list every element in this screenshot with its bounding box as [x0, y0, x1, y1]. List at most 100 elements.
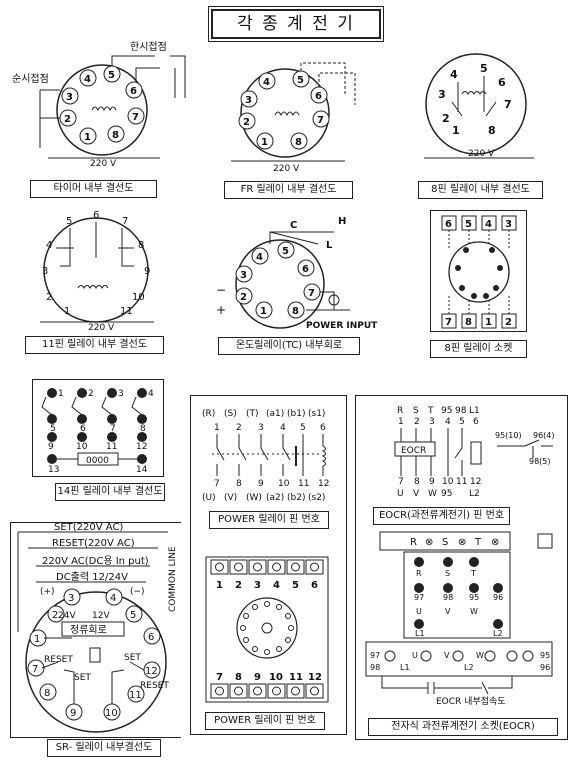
power-relay-pins-diagram: (R) (S) (T) (a1) (b1) (s1) 1 2 3 4 5 6 7…	[202, 409, 329, 503]
b-96: 96	[540, 663, 550, 672]
label-r: (R)	[202, 409, 215, 419]
b-97: 97	[370, 651, 380, 660]
eocr-pin-7: 7	[398, 477, 404, 487]
pin-10: 10	[76, 442, 88, 452]
delay-contact-label: 한시접점	[130, 41, 167, 53]
eocr-pin-4: 4	[445, 417, 451, 427]
pin-8: 8	[295, 137, 302, 148]
pin-6: 6	[320, 423, 326, 433]
socket-pin-8: 8	[465, 317, 472, 328]
pin-4: 4	[450, 68, 458, 81]
eocr-98: 98	[455, 406, 467, 416]
caption-eocr: EOCR(과전류계전기) 핀 번호	[373, 507, 510, 525]
tc-relay-diagram: C H L 4 5 3 6 2 7 1 8 − + POWER INPUT	[216, 216, 378, 331]
eocr-pin-5: 5	[459, 417, 465, 427]
sr-rectifier: 정류회로	[70, 624, 107, 636]
b-w: W	[476, 651, 484, 660]
pin-4: 4	[110, 593, 116, 604]
label-w: (W)	[246, 493, 262, 503]
s-95: 95	[469, 593, 479, 602]
sr-minus: (−)	[130, 587, 145, 597]
socket-pin-7: 7	[216, 672, 223, 683]
socket-pin-9: 9	[254, 672, 261, 683]
label-s1: (s1)	[308, 409, 325, 419]
b-u: U	[412, 651, 418, 660]
socket-s: S	[442, 537, 448, 548]
pin-11: 11	[129, 690, 142, 701]
pin-6: 6	[80, 424, 86, 434]
sr-24v: 24V	[58, 611, 76, 621]
sr-set-right: SET	[124, 653, 141, 663]
pin-7: 7	[317, 115, 324, 126]
pin-6: 6	[302, 264, 309, 275]
caption-power1: POWER 릴레이 핀 번호	[209, 511, 329, 529]
sr-plus: (+)	[40, 587, 55, 597]
eocr-pin-8: 8	[414, 477, 420, 487]
b-98: 98	[370, 663, 380, 672]
pin-5: 5	[108, 70, 115, 81]
pin-3: 3	[438, 88, 446, 101]
sr-common-line: COMMON LINE	[168, 546, 178, 612]
pin-2: 2	[46, 292, 52, 303]
sr-dc-out: DC출력 12/24V	[56, 571, 128, 583]
sr-supply: 220V AC(DC용 In put)	[42, 555, 149, 567]
pin-12: 12	[318, 479, 329, 489]
s-97: 97	[414, 593, 424, 602]
s-l1: L1	[415, 629, 425, 638]
pin-4: 4	[46, 240, 52, 251]
socket-pin-12: 12	[308, 672, 322, 683]
pin-10: 10	[105, 708, 118, 719]
sr-relay-diagram: SET(220V AC) RESET(220V AC) 220V AC(DC용 …	[17, 522, 178, 733]
pin-1: 1	[214, 423, 220, 433]
pin-1: 1	[64, 306, 70, 317]
tc-l: L	[326, 240, 333, 251]
eocr-pins-diagram: R S T 95 98 L1 1 2 3 4 5 6 7 8 9 10 11 1…	[394, 406, 555, 499]
pin-2: 2	[52, 610, 58, 621]
eocr-pin-2: 2	[414, 417, 420, 427]
pin-4: 4	[84, 74, 91, 85]
pin-9: 9	[48, 442, 54, 452]
timer-diagram: 한시접점 순시접점 4 5 3 6 2 7 1 8 220 V	[12, 41, 186, 169]
socket-pin-1: 1	[485, 317, 492, 328]
pin-14: 14	[136, 465, 148, 475]
sr-frame	[10, 522, 181, 738]
eocr-l1: L1	[469, 406, 480, 416]
sr-set: SET(220V AC)	[54, 522, 123, 533]
eocr-r: R	[397, 406, 403, 416]
socket-pin-7: 7	[445, 317, 452, 328]
caption-timer: 타이머 내부 결선도	[30, 180, 157, 198]
power-relay-socket-diagram: 1 2 3 4 5 6 7 8 9 10 11 12	[205, 556, 329, 703]
pin11-relay-diagram: 5 6 7 4 8 3 9 2 10 1 11 220 V	[40, 210, 154, 333]
pin-8: 8	[138, 240, 144, 251]
eocr-l2: L2	[469, 489, 480, 499]
pin-1: 1	[452, 124, 460, 137]
socket-screw-1: ⊗	[425, 537, 433, 548]
tc-plus: +	[216, 303, 226, 317]
pin-7: 7	[214, 479, 220, 489]
pin-5: 5	[130, 610, 136, 621]
pin-6: 6	[498, 76, 506, 89]
label-s: (S)	[224, 409, 237, 419]
eocr-t: T	[427, 406, 434, 416]
pin-5: 5	[480, 62, 488, 75]
pin14-coil: 0000	[86, 456, 109, 466]
pin-7: 7	[308, 288, 315, 299]
eocr-speed: EOCR 내부접속도	[436, 695, 506, 707]
caption-pin8: 8핀 릴레이 내부 결선도	[418, 181, 543, 199]
page-title: 각 종 계 전 기	[208, 6, 384, 42]
s-s: S	[445, 569, 450, 578]
pin-2: 2	[243, 117, 250, 128]
caption-power2: POWER 릴레이 핀 번호	[205, 712, 325, 730]
sr-set-left: SET	[74, 673, 91, 683]
pin-2: 2	[236, 423, 242, 433]
pin-8: 8	[292, 306, 299, 317]
eocr-pin-11: 11	[456, 477, 467, 487]
label-s2: (s2)	[308, 493, 325, 503]
timer-voltage: 220 V	[90, 159, 117, 169]
pin8-voltage: 220 V	[468, 149, 495, 159]
b-l1: L1	[400, 663, 410, 672]
tc-power-input: POWER INPUT	[306, 321, 378, 331]
tc-c: C	[290, 220, 297, 231]
caption-fr: FR 릴레이 내부 결선도	[224, 181, 353, 199]
pin-8: 8	[140, 424, 146, 434]
